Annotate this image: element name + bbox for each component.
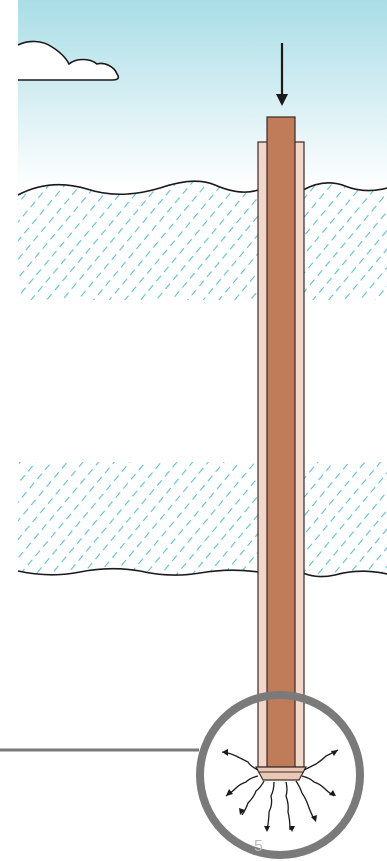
- base-plate: [254, 766, 308, 781]
- page-number: 5: [254, 838, 263, 855]
- inner-pile: [266, 116, 296, 768]
- radiating-arrows-icon: [221, 749, 339, 831]
- water-surface-line: [17, 180, 387, 196]
- down-arrow-icon: [276, 43, 288, 106]
- lower-water-layer-right: [303, 462, 387, 577]
- upper-water-layer-right: [303, 182, 387, 300]
- upper-water-layer: [18, 181, 258, 300]
- sky-band: [18, 0, 387, 188]
- magnifier-circle-icon: [196, 691, 364, 859]
- lower-water-layer: [18, 462, 258, 576]
- inner-pile-detail: [266, 698, 296, 768]
- cloud-icon: [17, 40, 120, 81]
- riverbed-line: [17, 567, 387, 578]
